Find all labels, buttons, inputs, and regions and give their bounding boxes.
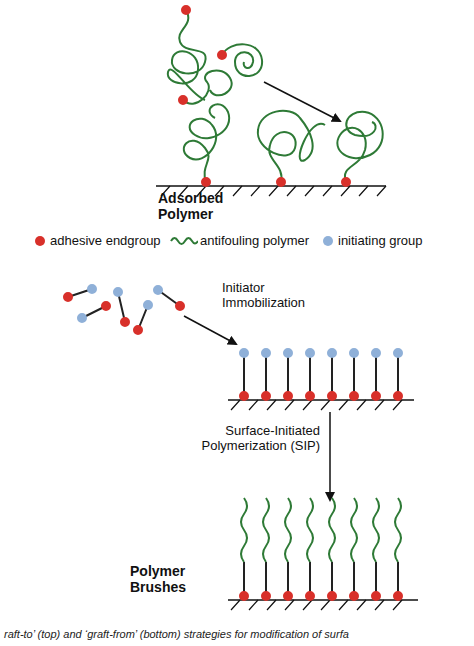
legend-line-sample [171, 238, 198, 244]
polymer-chain [337, 112, 382, 182]
adhesive-endgroups [183, 10, 222, 100]
polymer-chain [184, 104, 229, 182]
surface-hatch [231, 400, 402, 410]
surface-hatch [231, 600, 402, 610]
step-label: Initiator Immobilization [222, 281, 334, 311]
polymer-chain [168, 10, 206, 100]
step-label: Surface-Initiated Polymerization (SIP) [180, 424, 320, 454]
adhesive-endgroups [206, 177, 346, 187]
legend-text: antifouling polymer [200, 233, 309, 248]
surface [228, 399, 414, 401]
initiator-links [244, 353, 398, 396]
polymer-brush [241, 498, 401, 562]
adhesive-endgroups [244, 591, 398, 601]
initiating-groups [244, 348, 398, 358]
legend-text: initiating group [338, 233, 423, 248]
step-label: Adsorbed Polymer [158, 190, 238, 222]
initiating-groups [82, 289, 158, 318]
legend-swatch [35, 236, 45, 246]
legend-line-sample [170, 234, 198, 248]
polymer-chain [222, 44, 262, 76]
adhesive-endgroups [68, 297, 180, 330]
free-polymers [168, 10, 262, 104]
step-label: Polymer Brushes [130, 563, 210, 595]
adhesive-endgroups [244, 391, 398, 401]
initiator-links [68, 289, 180, 330]
legend-text: adhesive endgroup [50, 233, 161, 248]
adsorbed-polymers [184, 104, 383, 182]
legend-swatch [323, 236, 333, 246]
figure-caption: raft-to’ (top) and ‘graft-from’ (bottom)… [4, 628, 349, 640]
initiator-links [244, 562, 398, 596]
process-arrow [329, 412, 331, 500]
polymer-chain [258, 111, 325, 182]
process-arrow [184, 316, 236, 344]
polymer-chain [183, 70, 232, 103]
surface [156, 185, 386, 187]
surface [228, 599, 418, 601]
process-arrow [264, 82, 340, 121]
